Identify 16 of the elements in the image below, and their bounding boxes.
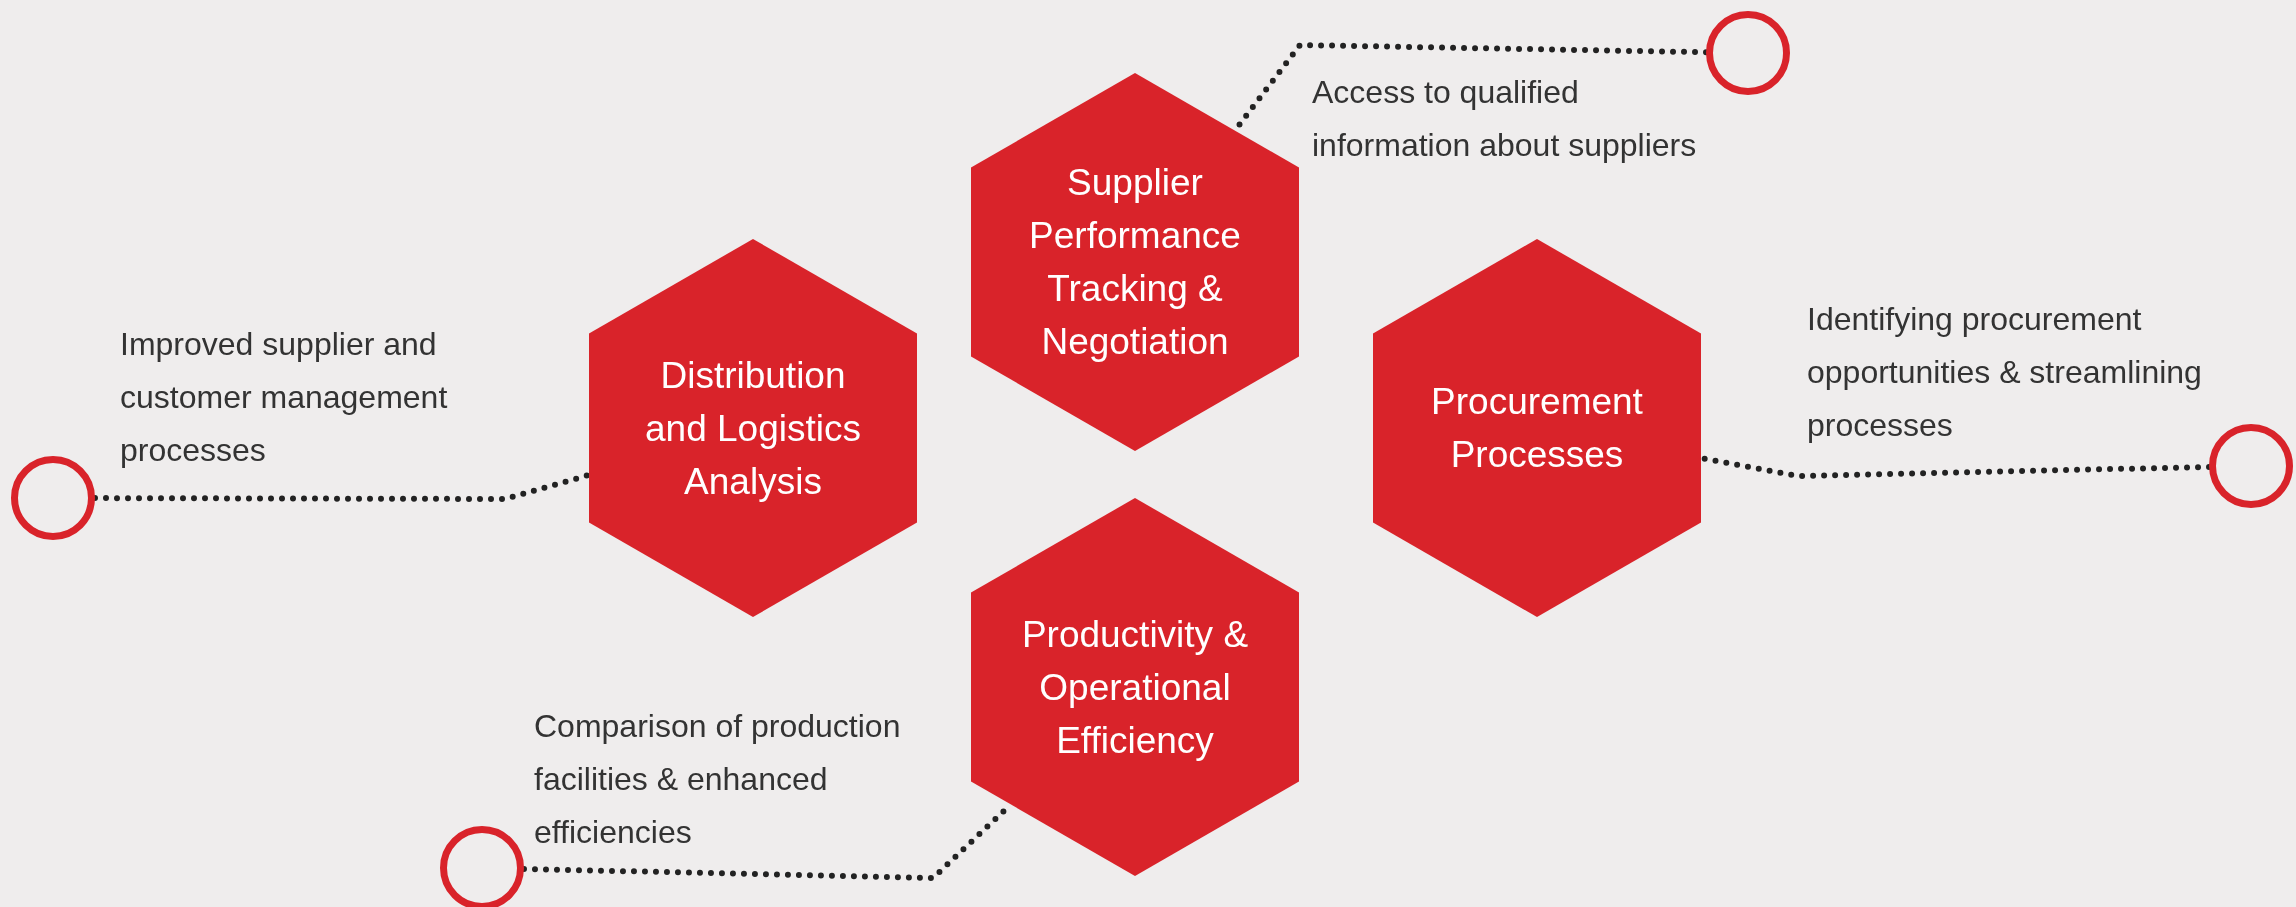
ring-marker: [2209, 424, 2293, 508]
hexagon-node: [971, 73, 1299, 451]
node-label: Procurement Processes: [1430, 380, 1644, 477]
annotation-text: Identifying procurement opportunities & streamlining processes: [1807, 300, 2203, 445]
hexagon-node: [1373, 239, 1701, 617]
annotation-text: Comparison of production facilities & enhanced efficiencies: [534, 707, 902, 852]
ring-marker: [11, 456, 95, 540]
node-label: Supplier Performance Tracking & Negotiation: [1028, 161, 1242, 364]
annotation-text: Access to qualified information about suppliers: [1312, 73, 1698, 165]
annotation-text: Improved supplier and customer management processes: [120, 325, 449, 470]
node-label: Productivity & Operational Efficiency: [1020, 612, 1250, 763]
ring-marker: [1706, 11, 1790, 95]
hexagon-node: [971, 498, 1299, 876]
ring-marker: [440, 826, 524, 907]
hexagon-node: [589, 239, 917, 617]
node-label: Distribution and Logistics Analysis: [644, 353, 862, 504]
